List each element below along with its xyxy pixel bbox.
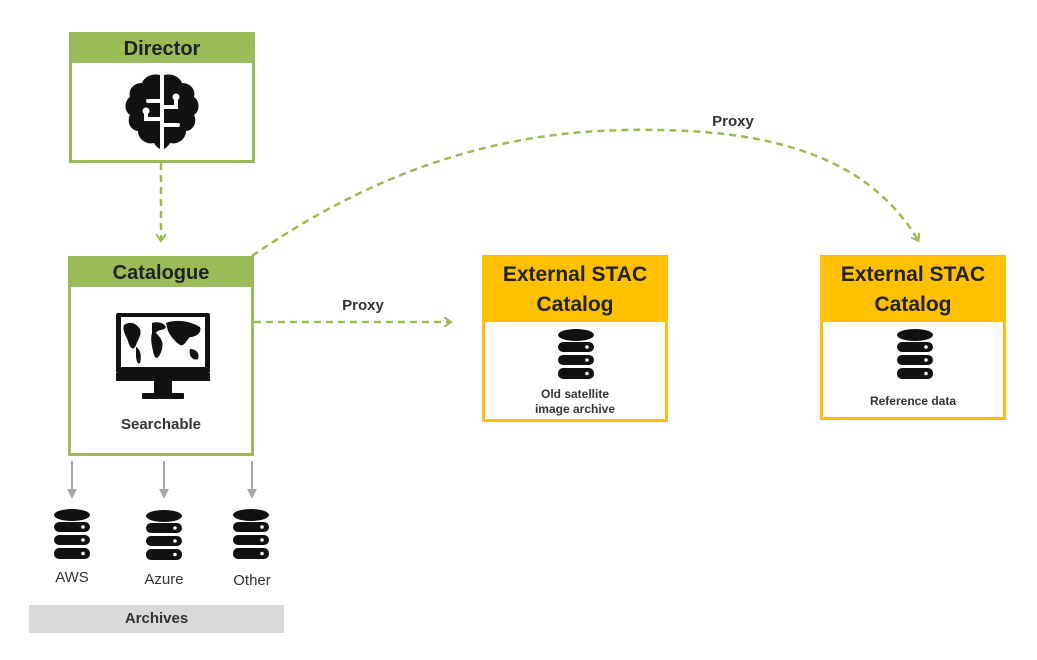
proxy-arrow-2 [251, 128, 918, 258]
external-catalog-2-caption-line1: Reference data [869, 394, 957, 408]
database-icon [897, 329, 933, 379]
external-catalog-2-title-line1: External STAC [840, 263, 986, 286]
external-catalog-2-title-line2: Catalog [874, 293, 952, 316]
external-catalog-1-caption-line2: image archive [534, 402, 616, 416]
external-catalog-1-title-line2: Catalog [536, 293, 614, 316]
world-monitor-icon [116, 313, 210, 399]
external-stac-catalog-2[interactable]: External STAC Catalog Reference data [820, 255, 1006, 420]
external-catalog-2-caption: Reference data [823, 394, 1003, 409]
database-icon [54, 509, 90, 559]
archive-label-aws: AWS [55, 569, 89, 586]
external-catalog-1-title: External STAC Catalog [485, 258, 665, 322]
catalogue-caption: Searchable [120, 416, 202, 433]
proxy-label-1: Proxy [342, 297, 384, 314]
external-stac-catalog-1[interactable]: External STAC Catalog Old satellite imag… [482, 255, 668, 422]
proxy-label-2: Proxy [712, 113, 754, 130]
catalogue-title: Catalogue [71, 259, 251, 287]
external-catalog-1-title-line1: External STAC [502, 263, 648, 286]
archive-label-other: Other [233, 572, 271, 589]
archive-label-azure: Azure [144, 571, 184, 588]
external-catalog-1-caption: Old satellite image archive [485, 387, 665, 417]
brain-icon [125, 74, 199, 149]
database-icon [558, 329, 594, 379]
catalogue-node[interactable]: Catalogue Searchable [68, 256, 254, 456]
director-node[interactable]: Director [69, 32, 255, 163]
database-icon [146, 510, 182, 560]
database-icon [233, 509, 269, 559]
external-catalog-1-caption-line1: Old satellite [540, 387, 610, 401]
director-title: Director [72, 35, 252, 63]
external-catalog-2-title: External STAC Catalog [823, 258, 1003, 322]
archives-bar: Archives [29, 605, 284, 633]
